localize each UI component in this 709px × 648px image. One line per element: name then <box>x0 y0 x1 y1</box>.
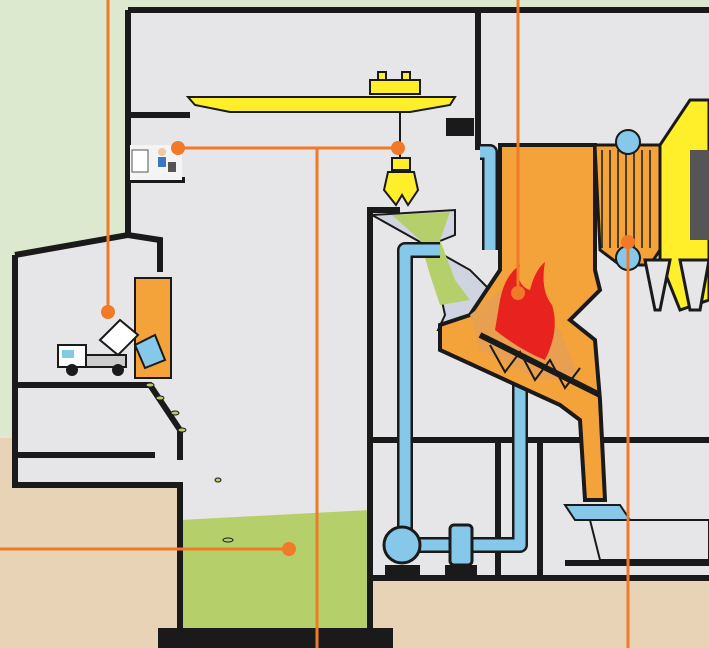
economizer-block <box>690 150 709 240</box>
waste-pile <box>180 530 370 628</box>
pit-floor <box>158 628 393 648</box>
ground-right <box>370 578 709 648</box>
steam-drum <box>616 130 640 154</box>
crane-stop <box>446 118 474 136</box>
